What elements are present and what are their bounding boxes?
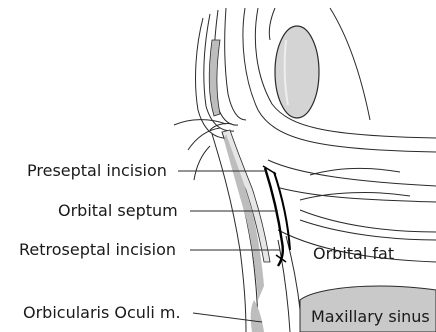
upper-lid-muscle — [209, 40, 220, 116]
orbital-septum-label: Orbital septum — [58, 202, 178, 220]
globe-shape — [275, 26, 319, 118]
orbicularis-oculi-label: Orbicularis Oculi m. — [23, 304, 181, 322]
retroseptal-incision-label: Retroseptal incision — [19, 241, 176, 259]
maxillary-sinus-label: Maxillary sinus — [311, 308, 430, 326]
preseptal-incision-label: Preseptal incision — [27, 162, 167, 180]
orbital-fat-label: Orbital fat — [313, 245, 394, 263]
